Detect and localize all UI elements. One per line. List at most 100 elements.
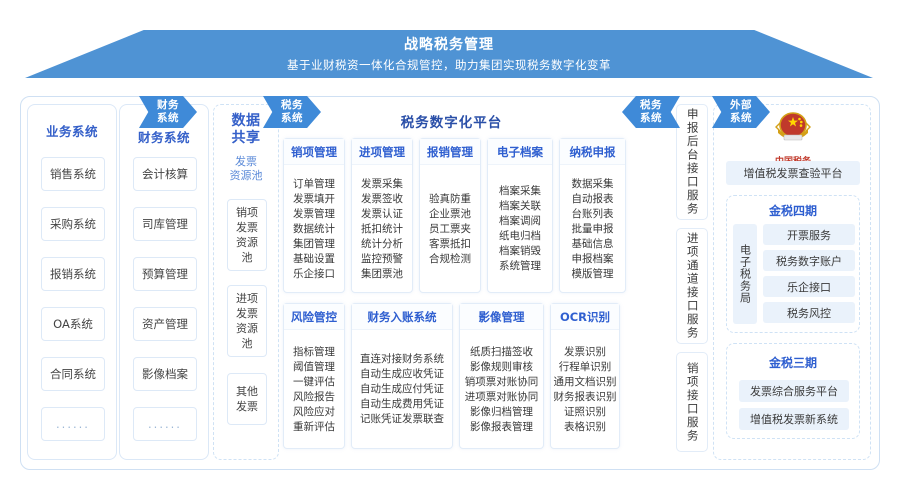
card-item: 行程单识别 [558, 360, 612, 373]
interface-service-input-channel[interactable]: 进项通道接口服务 [676, 228, 708, 344]
card-item: 档案调阅 [499, 215, 541, 227]
pool-line: 发票 [236, 400, 258, 413]
card-item: 抵扣统计 [361, 222, 403, 235]
card-reimbursement-management[interactable]: 报销管理 验真防重 企业票池 员工票夹 客票抵扣 合规检测 [419, 138, 481, 293]
card-item: 数据统计 [293, 222, 335, 235]
card-electronic-archive[interactable]: 电子档案 档案采集 档案关联 档案调阅 纸电归档 档案销毁 系统管理 [487, 138, 553, 293]
card-item: 台账列表 [571, 207, 614, 220]
chevron-tax-system-right: 税务 系统 [622, 96, 680, 128]
finance-item[interactable]: 资产管理 [133, 307, 197, 341]
gt4-item-tax-risk-control[interactable]: 税务风控 [763, 302, 855, 323]
business-system-title: 业务系统 [45, 124, 98, 139]
data-share-subtitle-line2: 资源池 [229, 169, 263, 182]
card-tax-declaration[interactable]: 纳税申报 数据采集 自动报表 台账列表 批量申报 基础信息 申报档案 模版管理 [559, 138, 626, 293]
interface-service-declaration[interactable]: 申报后台接口服务 [676, 104, 708, 220]
gt4-item-leqi-interface[interactable]: 乐企接口 [763, 276, 855, 297]
card-item: 发票认证 [361, 207, 403, 220]
business-item[interactable]: OA系统 [41, 307, 105, 341]
card-item: 基础信息 [571, 237, 614, 250]
card-item: 财务报表识别 [553, 390, 617, 403]
pool-line: 进项 [236, 292, 258, 305]
golden-tax-phase4-group: 金税四期 电子税务局 开票服务 税务数字账户 乐企接口 税务风控 [726, 195, 860, 333]
chevron-line1: 外部 [730, 99, 752, 111]
interface-service-label: 销项接口服务 [685, 361, 700, 443]
tax-emblem-icon [775, 112, 811, 141]
card-item: 档案关联 [499, 200, 541, 212]
card-item: 销项票对账协同 [464, 375, 539, 388]
data-share-title: 数据 共享 [214, 113, 278, 147]
card-items: 数据采集 自动报表 台账列表 批量申报 基础信息 申报档案 模版管理 [570, 165, 616, 292]
card-item: 指标管理 [293, 345, 335, 358]
data-share-item-input-pool[interactable]: 进项 发票 资源 池 [227, 285, 267, 357]
gt4-item-invoicing-service[interactable]: 开票服务 [763, 224, 855, 245]
card-item: 影像归档管理 [470, 405, 533, 418]
card-output-management[interactable]: 销项管理 订单管理 发票填开 发票管理 数据统计 集团管理 基础设置 乐企接口 [283, 138, 345, 293]
card-title: 影像管理 [460, 304, 543, 330]
pool-line: 销项 [236, 206, 258, 219]
business-item[interactable]: 采购系统 [41, 207, 105, 241]
card-item: 进项票对账协同 [464, 390, 539, 403]
data-share-subtitle-line1: 发票 [235, 155, 257, 168]
gt3-item-vat-new-system[interactable]: 增值税发票新系统 [739, 408, 849, 430]
card-items: 直连对接财务系统 自动生成应收凭证 自动生成应付凭证 自动生成费用凭证 记账凭证… [358, 330, 446, 448]
business-item-more[interactable]: ...... [41, 407, 105, 441]
data-share-column: 数据 共享 发票 资源池 销项 发票 资源 池 进项 发票 资源 池 其他 发票 [213, 104, 279, 460]
business-item[interactable]: 销售系统 [41, 157, 105, 191]
finance-item[interactable]: 司库管理 [133, 207, 197, 241]
data-share-item-output-pool[interactable]: 销项 发票 资源 池 [227, 199, 267, 271]
finance-item[interactable]: 会计核算 [133, 157, 197, 191]
card-title: 财务入账系统 [352, 304, 452, 330]
chevron-line2: 系统 [640, 112, 662, 124]
gt4-item-tax-digital-account[interactable]: 税务数字账户 [763, 250, 855, 271]
card-items: 档案采集 档案关联 档案调阅 纸电归档 档案销毁 系统管理 [497, 165, 543, 292]
card-title: OCR识别 [551, 304, 619, 330]
data-share-title-line1: 数据 [231, 113, 261, 129]
card-image-management[interactable]: 影像管理 纸质扫描签收 影像规则审核 销项票对账协同 进项票对账协同 影像归档管… [459, 303, 544, 449]
card-title: 报销管理 [420, 139, 480, 165]
pool-line: 其他 [236, 385, 258, 398]
chevron-line1: 财务 [157, 99, 179, 111]
finance-item-more[interactable]: ...... [133, 407, 197, 441]
business-item[interactable]: 合同系统 [41, 357, 105, 391]
pool-line: 池 [241, 337, 253, 350]
card-item: 档案销毁 [499, 245, 541, 257]
banner-title: 战略税务管理 [404, 37, 494, 53]
platform-title: 税务数字化平台 [400, 115, 503, 131]
platform-bottom-card-row: 风险管控 指标管理 阈值管理 一键评估 风险报告 风险应对 重新评估 财务入账系… [283, 303, 620, 449]
card-item: 基础设置 [293, 252, 335, 265]
interface-service-label: 进项通道接口服务 [685, 232, 700, 340]
card-item: 系统管理 [499, 260, 541, 272]
card-finance-posting-system[interactable]: 财务入账系统 直连对接财务系统 自动生成应收凭证 自动生成应付凭证 自动生成费用… [351, 303, 453, 449]
vat-invoice-verification-platform[interactable]: 增值税发票查验平台 [726, 161, 860, 185]
card-title: 进项管理 [352, 139, 412, 165]
card-items: 纸质扫描签收 影像规则审核 销项票对账协同 进项票对账协同 影像归档管理 影像报… [463, 330, 541, 448]
chevron-line2: 系统 [730, 112, 752, 124]
chevron-tax-system-left: 税务 系统 [263, 96, 321, 128]
platform-top-card-row: 销项管理 订单管理 发票填开 发票管理 数据统计 集团管理 基础设置 乐企接口 … [283, 138, 626, 293]
card-item: 订单管理 [293, 177, 335, 190]
card-items: 订单管理 发票填开 发票管理 数据统计 集团管理 基础设置 乐企接口 [291, 165, 337, 292]
gt3-item-invoice-service-platform[interactable]: 发票综合服务平台 [739, 380, 849, 402]
header-banner: 战略税务管理 基于业财税资一体化合规管控，助力集团实现税务数字化变革 [25, 30, 873, 78]
card-ocr-recognition[interactable]: OCR识别 发票识别 行程单识别 通用文档识别 财务报表识别 证照识别 表格识别 [550, 303, 620, 449]
business-item[interactable]: 报销系统 [41, 257, 105, 291]
card-item: 通用文档识别 [553, 375, 617, 388]
card-item: 数据采集 [571, 177, 614, 190]
card-item: 阈值管理 [293, 360, 335, 373]
card-items: 验真防重 企业票池 员工票夹 客票抵扣 合规检测 [427, 165, 473, 292]
card-input-management[interactable]: 进项管理 发票采集 发票签收 发票认证 抵扣统计 统计分析 监控预警 集团票池 [351, 138, 413, 293]
finance-item[interactable]: 影像档案 [133, 357, 197, 391]
card-item: 纸电归档 [499, 230, 541, 242]
card-risk-control[interactable]: 风险管控 指标管理 阈值管理 一键评估 风险报告 风险应对 重新评估 [283, 303, 345, 449]
interface-service-output[interactable]: 销项接口服务 [676, 352, 708, 452]
data-share-item-other[interactable]: 其他 发票 [227, 373, 267, 425]
finance-item[interactable]: 预算管理 [133, 257, 197, 291]
finance-system-column: 财务系统 会计核算 司库管理 预算管理 资产管理 影像档案 ...... [119, 104, 209, 460]
vat-platform-label: 增值税发票查验平台 [743, 167, 843, 180]
chevron-finance-system: 财务 系统 [139, 96, 197, 128]
interface-service-label: 申报后台接口服务 [685, 108, 700, 216]
card-item: 发票采集 [361, 177, 403, 190]
golden-tax-phase3-title: 金税三期 [768, 356, 817, 370]
card-item: 影像规则审核 [470, 360, 533, 373]
